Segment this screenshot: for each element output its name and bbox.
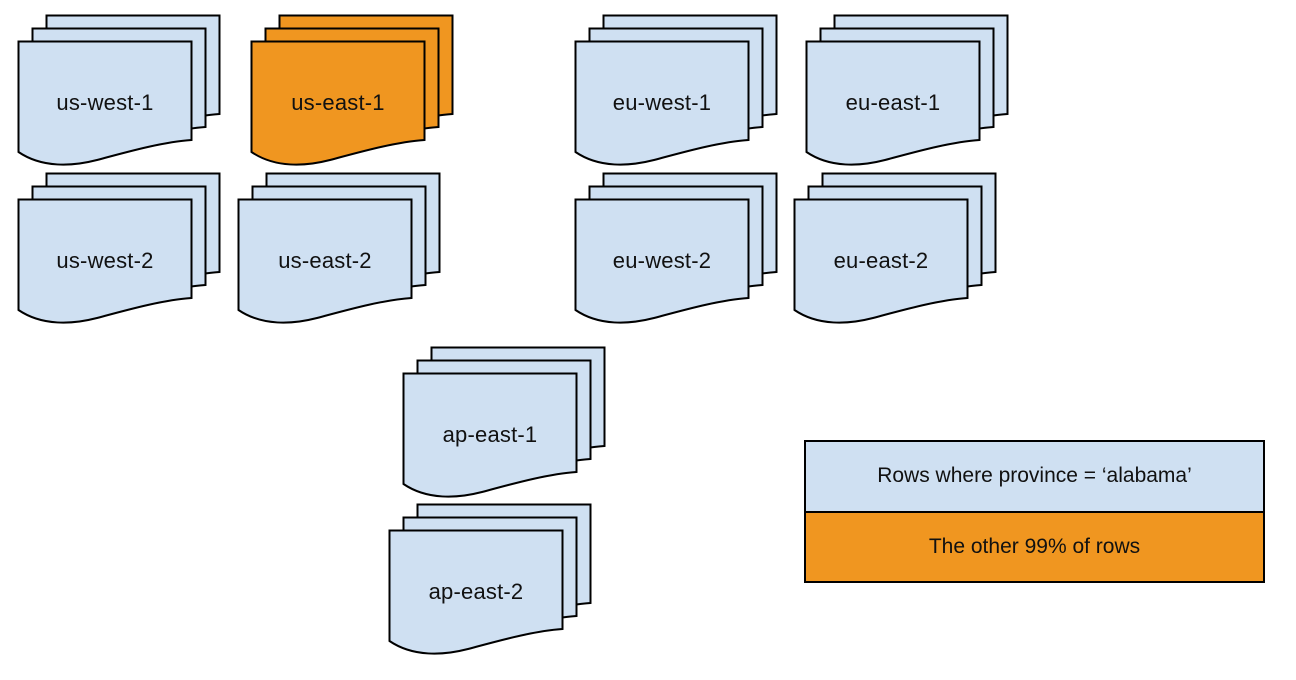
- multi-document-icon: [17, 172, 221, 324]
- multi-document-icon: [574, 14, 778, 166]
- multi-document-icon: [805, 14, 1009, 166]
- stack-us-east-2: us-east-2: [237, 172, 441, 326]
- stack-eu-east-1: eu-east-1: [805, 14, 1009, 168]
- multi-document-icon: [402, 346, 606, 498]
- legend-item-0: Rows where province = ‘alabama’: [806, 442, 1263, 511]
- legend-item-label: The other 99% of rows: [928, 534, 1141, 558]
- multi-document-icon: [574, 172, 778, 324]
- legend-item-1: The other 99% of rows: [806, 510, 1263, 581]
- multi-document-icon: [793, 172, 997, 324]
- stack-us-west-2: us-west-2: [17, 172, 221, 326]
- multi-document-icon: [250, 14, 454, 166]
- multi-document-icon: [388, 503, 592, 655]
- legend: Rows where province = ‘alabama’ The othe…: [804, 440, 1265, 583]
- stack-us-west-1: us-west-1: [17, 14, 221, 168]
- multi-document-icon: [17, 14, 221, 166]
- stack-eu-east-2: eu-east-2: [793, 172, 997, 326]
- multi-document-icon: [237, 172, 441, 324]
- stack-eu-west-1: eu-west-1: [574, 14, 778, 168]
- stack-ap-east-2: ap-east-2: [388, 503, 592, 657]
- stack-us-east-1: us-east-1: [250, 14, 454, 168]
- stack-ap-east-1: ap-east-1: [402, 346, 606, 500]
- stack-eu-west-2: eu-west-2: [574, 172, 778, 326]
- legend-item-label: Rows where province = ‘alabama’: [877, 464, 1192, 488]
